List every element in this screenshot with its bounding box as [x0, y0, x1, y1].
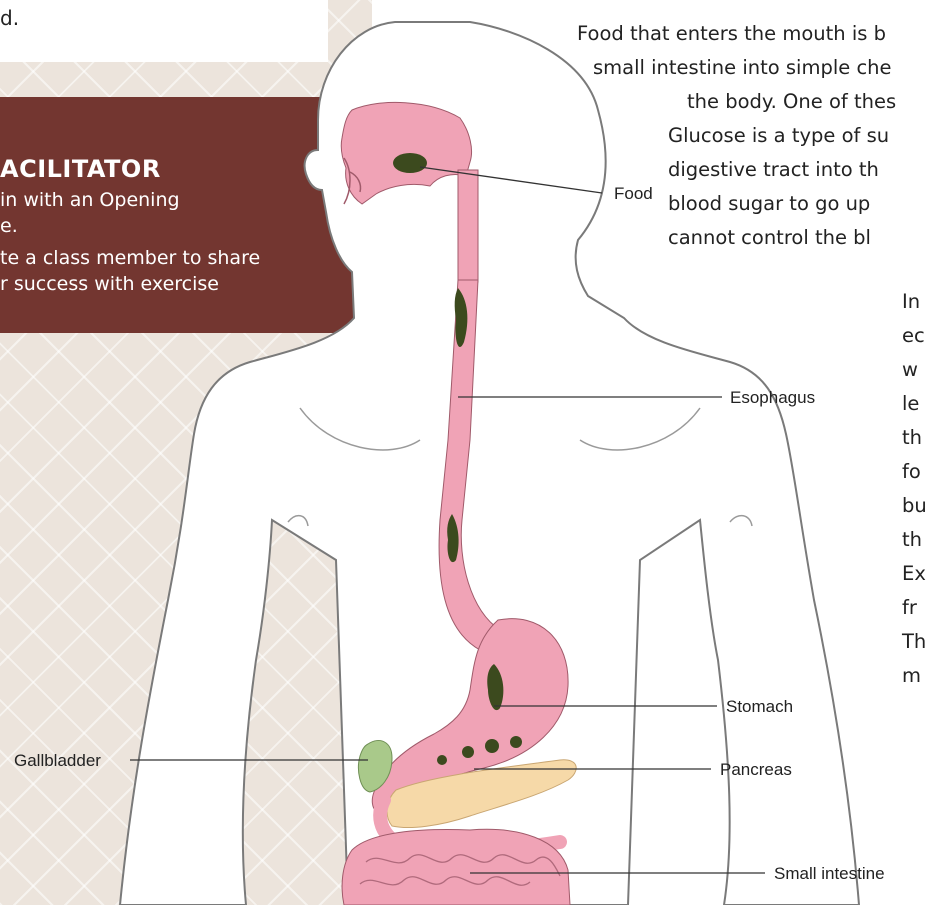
- label-stomach: Stomach: [726, 697, 793, 716]
- intro-line-1: Food that enters the mouth is b: [577, 22, 886, 45]
- throat: [458, 170, 478, 282]
- side-line-11: Th: [902, 630, 926, 653]
- side-line-10: fr: [902, 596, 917, 619]
- side-line-9: Ex: [902, 562, 926, 585]
- intro-line-6: blood sugar to go up: [668, 192, 870, 215]
- side-line-1: In: [902, 290, 920, 313]
- food-stomach: [437, 755, 447, 765]
- side-line-6: fo: [902, 460, 921, 483]
- side-line-4: le: [902, 392, 919, 415]
- label-gallbladder: Gallbladder: [14, 751, 101, 770]
- label-small-intestine: Small intestine: [774, 864, 885, 883]
- label-esophagus: Esophagus: [730, 388, 815, 407]
- small-intestine-organ: [342, 829, 570, 905]
- food-stomach: [510, 736, 522, 748]
- side-line-7: bu: [902, 494, 927, 517]
- label-food: Food: [614, 184, 653, 203]
- intro-line-5: digestive tract into th: [668, 158, 879, 181]
- side-line-8: th: [902, 528, 922, 551]
- intro-line-2: small intestine into simple che: [593, 56, 892, 79]
- label-pancreas: Pancreas: [720, 760, 792, 779]
- intro-line-3: the body. One of thes: [687, 90, 896, 113]
- side-line-12: m: [902, 664, 921, 687]
- side-line-3: w: [902, 358, 918, 381]
- side-line-5: th: [902, 426, 922, 449]
- intro-line-7: cannot control the bl: [668, 226, 871, 249]
- side-line-2: ec: [902, 324, 925, 347]
- food-stomach: [462, 746, 474, 758]
- intro-line-4: Glucose is a type of su: [668, 124, 889, 147]
- food-stomach: [485, 739, 499, 753]
- food-bolus-mouth: [393, 153, 427, 173]
